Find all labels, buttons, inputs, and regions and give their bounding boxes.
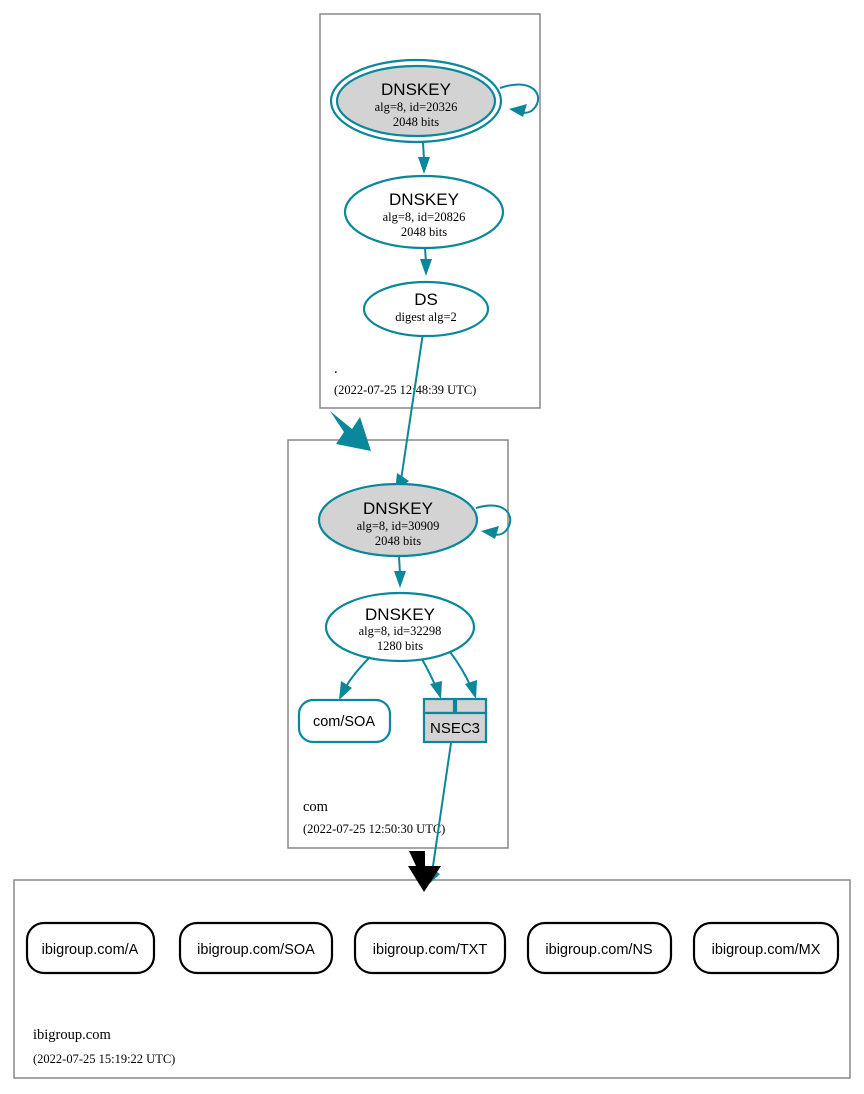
delegation-arrow-com-ibigroup <box>408 851 441 892</box>
node-rrset-com-soa[interactable]: com/SOA <box>297 698 392 744</box>
arrowhead-com-zsk-to-nsec3-cell-1 <box>430 681 442 699</box>
dnskey-com-zsk-bits: 1280 bits <box>377 639 423 653</box>
dnskey-root-zsk-ellipse <box>343 174 505 250</box>
zone-timestamp-root: (2022-07-25 12:48:39 UTC) <box>334 383 476 397</box>
edge-delegation-root-to-com <box>330 411 371 451</box>
arrowhead-self-sign-root-ksk <box>509 104 527 117</box>
edge-self-sign-root-ksk <box>499 83 540 117</box>
zone-cluster-ibigroup: ibigroup.com (2022-07-25 15:19:22 UTC) <box>13 879 851 1079</box>
edge-delegation-com-to-ibigroup <box>408 851 441 892</box>
ds-com-ellipse <box>362 280 490 338</box>
ds-com-title: DS <box>414 290 438 309</box>
ibigroup-soa-label: ibigroup.com/SOA <box>197 942 315 958</box>
ibigroup-ns-box <box>526 921 673 975</box>
dnskey-com-ksk-bits: 2048 bits <box>375 534 421 548</box>
node-ds-com[interactable]: DS digest alg=2 <box>362 280 490 338</box>
dnskey-root-ksk-title: DNSKEY <box>381 80 451 99</box>
arrowhead-self-sign-com-ksk <box>481 526 499 539</box>
edge-root-ksk-to-zsk <box>418 141 430 174</box>
zone-label-root: . <box>334 361 338 377</box>
ibigroup-ns-label: ibigroup.com/NS <box>545 942 652 958</box>
ibigroup-mx-box <box>692 921 840 975</box>
edge-com-zsk-to-soa <box>339 656 371 700</box>
arrowhead-root-zsk-to-ds <box>420 259 432 276</box>
nsec3-label: NSEC3 <box>430 720 480 737</box>
nsec3-main-cell <box>422 711 488 744</box>
dnskey-com-ksk-alg: alg=8, id=30909 <box>357 519 440 533</box>
dnskey-com-ksk-ellipse <box>317 482 479 558</box>
node-rrset-ibigroup-soa[interactable]: ibigroup.com/SOA <box>178 921 334 975</box>
dnskey-root-zsk-title: DNSKEY <box>389 190 459 209</box>
dnskey-root-ksk-ellipse <box>335 64 497 138</box>
node-dnskey-root-zsk[interactable]: DNSKEY alg=8, id=20826 2048 bits <box>343 174 505 250</box>
dnskey-root-zsk-alg: alg=8, id=20826 <box>383 210 466 224</box>
com-soa-box <box>297 698 392 744</box>
node-rrset-ibigroup-mx[interactable]: ibigroup.com/MX <box>692 921 840 975</box>
ibigroup-soa-box <box>178 921 334 975</box>
ibigroup-a-label: ibigroup.com/A <box>42 942 139 958</box>
ibigroup-mx-label: ibigroup.com/MX <box>712 942 821 958</box>
node-dnskey-root-ksk[interactable]: DNSKEY alg=8, id=20326 2048 bits <box>329 58 503 144</box>
ds-com-digest: digest alg=2 <box>395 310 457 324</box>
node-dnskey-com-ksk[interactable]: DNSKEY alg=8, id=30909 2048 bits <box>317 482 479 558</box>
nsec3-cell-1[interactable] <box>422 697 456 715</box>
dnskey-root-zsk-bits: 2048 bits <box>401 225 447 239</box>
zone-label-ibigroup: ibigroup.com <box>33 1027 111 1043</box>
dnskey-com-zsk-alg: alg=8, id=32298 <box>359 624 442 638</box>
dnskey-com-zsk-ellipse <box>324 591 476 663</box>
edge-com-zsk-to-nsec3-cell-1 <box>421 658 442 699</box>
node-rrset-ibigroup-a[interactable]: ibigroup.com/A <box>25 921 156 975</box>
dnskey-com-ksk-title: DNSKEY <box>363 499 433 518</box>
ibigroup-a-box <box>25 921 156 975</box>
dnskey-root-ksk-alg: alg=8, id=20326 <box>375 100 458 114</box>
delegation-arrow-root-com <box>330 411 371 451</box>
dnskey-root-ksk-bits: 2048 bits <box>393 115 439 129</box>
edge-com-zsk-to-nsec3-cell-2 <box>449 651 477 699</box>
dnskey-com-zsk-title: DNSKEY <box>365 605 435 624</box>
edge-root-zsk-to-ds <box>420 247 432 276</box>
node-nsec3-com[interactable]: NSEC3 <box>422 697 488 744</box>
node-rrset-ibigroup-txt[interactable]: ibigroup.com/TXT <box>353 921 507 975</box>
edge-self-sign-com-ksk <box>475 504 512 539</box>
zone-label-com: com <box>303 799 329 815</box>
ibigroup-txt-box <box>353 921 507 975</box>
arrowhead-com-zsk-to-nsec3-cell-2 <box>465 680 477 699</box>
arrowhead-com-ksk-to-zsk <box>394 571 406 588</box>
zone-timestamp-ibigroup: (2022-07-25 15:19:22 UTC) <box>33 1052 175 1066</box>
ibigroup-txt-label: ibigroup.com/TXT <box>373 942 488 958</box>
node-dnskey-com-zsk[interactable]: DNSKEY alg=8, id=32298 1280 bits <box>324 591 476 663</box>
com-soa-label: com/SOA <box>313 714 375 730</box>
nsec3-cell-2[interactable] <box>454 697 488 715</box>
node-rrset-ibigroup-ns[interactable]: ibigroup.com/NS <box>526 921 673 975</box>
arrowhead-root-ksk-to-zsk <box>418 157 430 174</box>
zone-box-ibigroup <box>13 879 851 1079</box>
edge-com-ksk-to-zsk <box>394 555 406 588</box>
zone-timestamp-com: (2022-07-25 12:50:30 UTC) <box>303 822 445 836</box>
arrowhead-com-zsk-to-soa <box>339 681 352 700</box>
